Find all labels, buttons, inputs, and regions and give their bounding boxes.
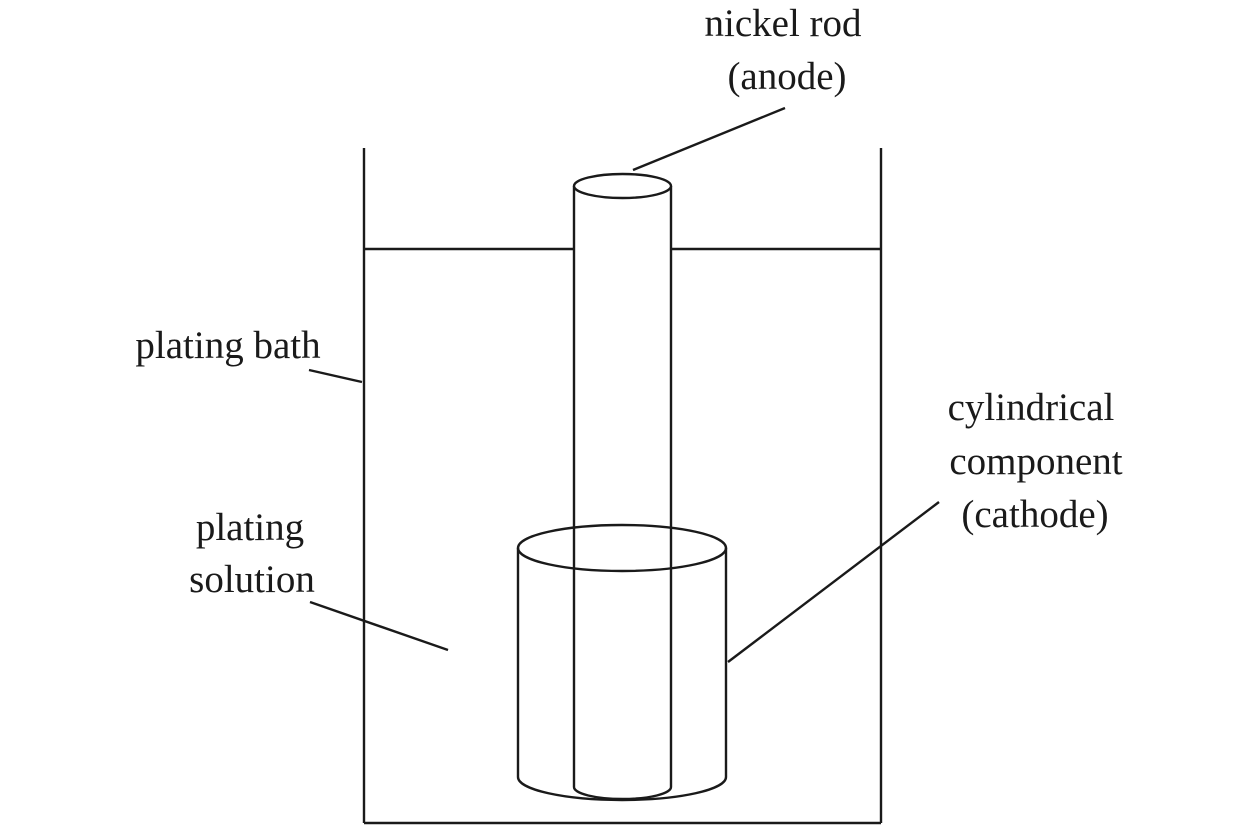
nickel-rod-label: nickel rod (anode)	[704, 2, 862, 98]
cathode-cylinder	[516, 523, 728, 802]
nickel-rod-label-line1: nickel rod	[704, 2, 862, 45]
cathode-leader	[727, 501, 940, 663]
plating-solution-leader	[309, 600, 449, 652]
nickel-rod-leader	[632, 106, 786, 172]
plating-bath-label: plating bath	[135, 324, 320, 367]
nickel-rod-label-line2: (anode)	[727, 55, 846, 98]
plating-bath-tank	[362, 148, 883, 825]
plating-solution-label: plating solution	[189, 506, 315, 601]
cathode-label: cylindrical component (cathode)	[948, 386, 1123, 536]
plating-solution-label-line1: plating	[196, 506, 304, 549]
cathode-label-line1: cylindrical	[948, 386, 1115, 429]
anode-rod	[572, 172, 673, 801]
plating-bath-leader	[308, 368, 363, 384]
plating-solution-label-line2: solution	[189, 558, 315, 601]
cathode-label-line3: (cathode)	[961, 493, 1108, 536]
cathode-label-line2: component	[949, 440, 1122, 483]
